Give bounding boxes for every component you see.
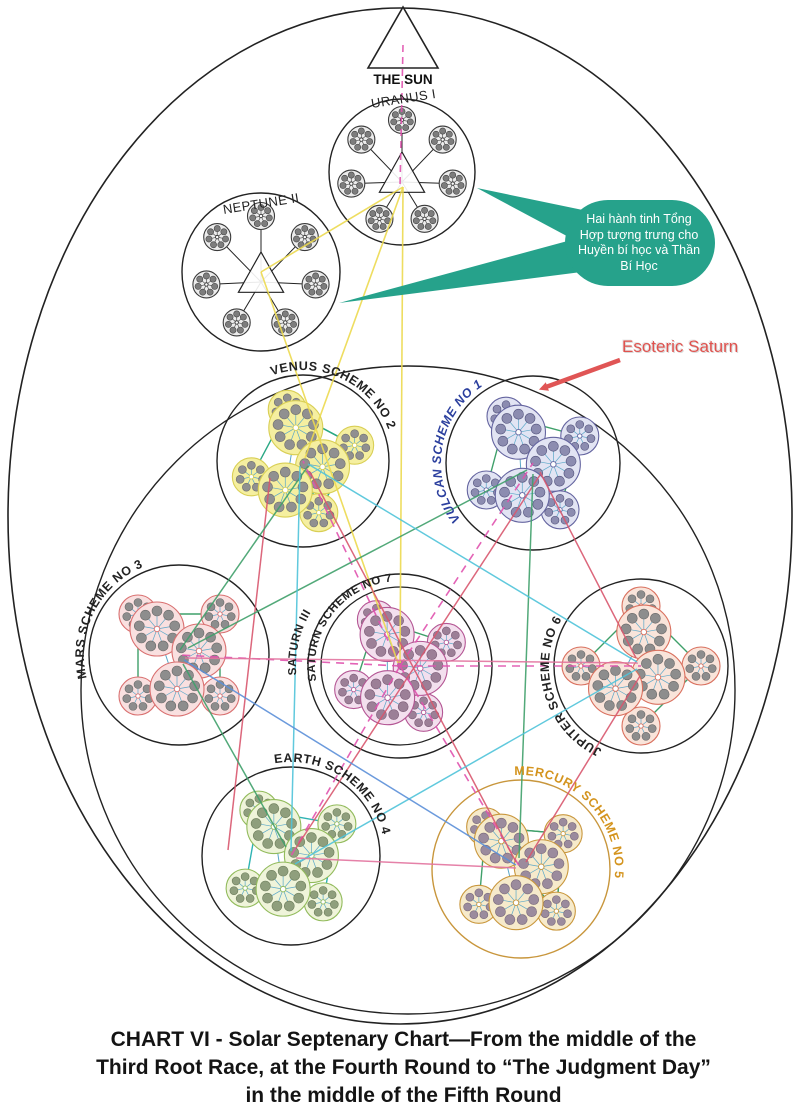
septenary-diagram-canvas: VULCAN SCHEME NO 1VENUS SCHEME NO 2MARS … xyxy=(7,5,793,1025)
solar-septenary-chart: VULCAN SCHEME NO 1VENUS SCHEME NO 2MARS … xyxy=(7,5,793,1107)
